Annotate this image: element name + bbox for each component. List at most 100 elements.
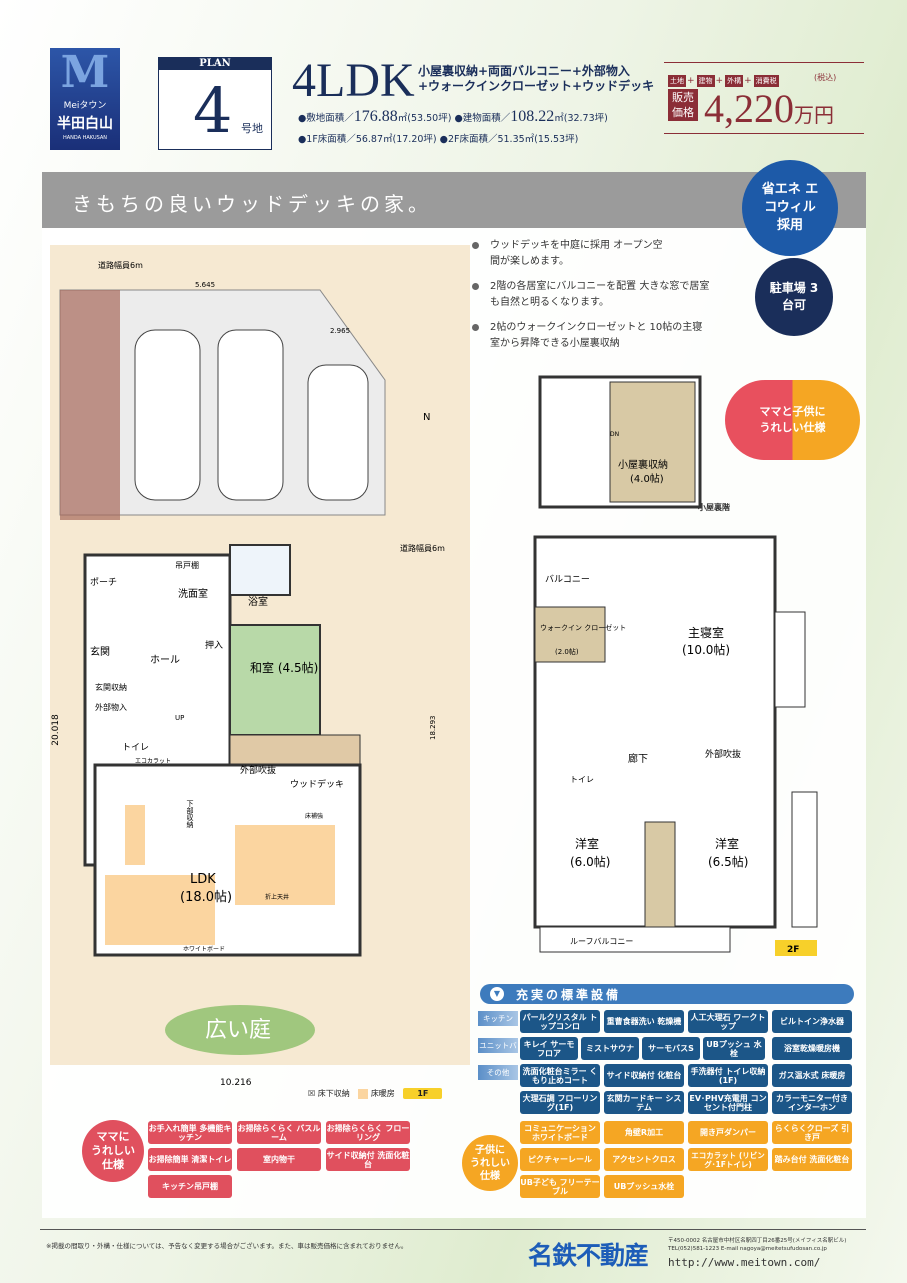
room-label: 主寝室	[688, 625, 724, 640]
walk-in-closet	[534, 606, 606, 663]
room-label: エコカラット	[135, 758, 171, 765]
eco-badge: 省エネ エコウィル 採用	[742, 160, 838, 256]
kids-item: アクセントクロス	[604, 1148, 684, 1171]
plan-label: PLAN	[159, 58, 271, 70]
kids-item: UBプッシュ水栓	[604, 1175, 684, 1198]
kids-item: 角壁R加工	[604, 1121, 684, 1144]
category-label: その他	[478, 1065, 518, 1080]
kids-item: UB子ども フリーテーブル	[520, 1175, 600, 1198]
equipment-item: ガス温水式 床暖房	[772, 1064, 852, 1087]
room-label: 床補強	[305, 812, 323, 820]
dimension: 2.965	[330, 327, 350, 335]
mama-item: お掃除簡単 清潔トイレ	[148, 1148, 232, 1171]
room-label: 下部収納	[186, 800, 194, 829]
legend-1f: ☒ 床下収納 床暖房 1F	[308, 1088, 443, 1099]
parking-badge: 駐車場 3台可	[755, 258, 833, 336]
mama-item: お手入れ簡単 多機能キッチン	[148, 1121, 232, 1144]
car	[307, 364, 369, 501]
room-label: 洗面室	[178, 587, 208, 600]
logo-town: 半田白山	[57, 116, 113, 132]
floor-tag: 小屋裏階	[697, 502, 730, 512]
room-label: 小屋裏収納	[618, 458, 668, 471]
equipment-item: 浴室乾燥暖房機	[772, 1037, 852, 1060]
bathroom	[229, 544, 291, 596]
room-label: 外部吹抜	[240, 764, 276, 776]
area-list: ●敷地面積／176.88㎡(53.50坪) ●建物面積／108.22㎡(32.7…	[298, 108, 608, 150]
room-label: 浴室	[248, 595, 268, 608]
area-item: ●2F床面積／51.35㎡(15.53坪)	[439, 134, 579, 145]
highlight-item: 2階の各居室にバルコニーを配置 大きな窓で居室も自然と明るくなります。	[470, 279, 710, 311]
kids-item: ピクチャーレール	[520, 1148, 600, 1171]
dimension: 20.018	[51, 714, 61, 746]
floor-plan-1f: 広い庭 道路幅員6m 道路幅員6m 5.645 2.965 20.018 18.…	[50, 245, 470, 1088]
room-label: ウォークイン クローゼット	[540, 623, 626, 632]
car	[217, 329, 284, 501]
price-tax: (税込)	[814, 73, 837, 82]
room-label: 和室 (4.5帖)	[250, 660, 318, 675]
price-value: 4,220万円	[704, 86, 834, 131]
floor-tag-bg	[775, 940, 817, 956]
road-label: 道路幅員6m	[400, 543, 445, 553]
room-label: (4.0帖)	[630, 472, 664, 485]
footer-divider	[40, 1229, 866, 1230]
disclaimer: ※掲載の間取り・外構・仕様については、予告なく変更する場合がございます。また、車…	[46, 1242, 408, 1250]
washitsu	[229, 624, 321, 736]
roof-balcony	[791, 791, 818, 928]
kids-item: エコカラット (リビング･1Fトイレ)	[688, 1148, 768, 1171]
equipment-item: 玄関カードキー システム	[604, 1091, 684, 1114]
room-label: ウッドデッキ	[290, 778, 344, 790]
room-label: トイレ	[122, 743, 149, 753]
car	[134, 329, 201, 501]
north-label: N	[423, 412, 430, 423]
floor-heating	[235, 825, 335, 905]
room-label: 玄関	[90, 645, 110, 658]
dimension: 10.216	[220, 1078, 252, 1088]
feature-line: +ウォークインクローゼット+ウッドデッキ	[418, 79, 655, 93]
floor-heating-swatch	[358, 1088, 369, 1099]
equipment-item: カラーモニター付き インターホン	[772, 1091, 852, 1114]
equipment-item: サイド収納付 化粧台	[604, 1064, 684, 1087]
room-label: 玄関収納	[95, 682, 127, 692]
company-logo: 名鉄不動産	[528, 1241, 649, 1270]
room-label: ホワイトボード	[183, 945, 225, 953]
room-label: UP	[175, 714, 184, 722]
company-url[interactable]: http://www.meitown.com/	[668, 1256, 821, 1269]
area-item: ●建物面積／108.22㎡(32.73坪)	[454, 108, 608, 125]
mama-badge: ママに うれしい 仕様	[82, 1120, 144, 1182]
room-label: 廊下	[628, 752, 648, 765]
closets	[644, 821, 676, 933]
room-label: バルコニー	[545, 574, 590, 585]
mama-item: お掃除らくらく バスルーム	[237, 1121, 321, 1144]
category-label: キッチン	[478, 1011, 518, 1026]
room-label: 折上天井	[265, 893, 289, 901]
room-label: (2.0帖)	[555, 647, 579, 656]
area-item: ●敷地面積／176.88㎡(53.50坪)	[298, 108, 452, 125]
equipment-item: 重曹食器洗い 乾燥機	[604, 1010, 684, 1033]
loft-storage	[609, 381, 696, 503]
logo-romaji: HANDA HAKUSAN	[62, 135, 108, 141]
room-label: トイレ	[570, 775, 594, 784]
room-label: (18.0帖)	[180, 890, 232, 905]
logo-brand: Meiタウン	[63, 101, 107, 111]
equipment-item: 人工大理石 ワークトップ	[688, 1010, 768, 1033]
roof-balcony	[539, 926, 731, 953]
brick-path	[60, 290, 120, 520]
stair-label: DN	[610, 431, 619, 438]
equipment-item: キレイ サーモフロア	[520, 1037, 578, 1060]
road-label: 道路幅員6m	[98, 260, 143, 270]
mama-item: キッチン吊戸棚	[148, 1175, 232, 1198]
area-item: ●1F床面積／56.87㎡(17.20坪)	[298, 134, 437, 145]
price-tag: 土地	[668, 75, 686, 87]
category-label: ユニットバス	[478, 1038, 518, 1065]
room-label: 外部吹抜	[705, 748, 741, 760]
mama-item: サイド収納付 洗面化粧台	[326, 1148, 410, 1171]
room-label: ホール	[150, 654, 180, 666]
room-label: ポーチ	[90, 577, 117, 588]
layout-type: 4LDK	[292, 54, 415, 107]
floor-heating	[125, 805, 145, 865]
floor-plan-2f: 小屋裏収納 (4.0帖) DN 小屋裏階 バルコニー 主寝室 (10.0帖) ウ…	[533, 375, 818, 956]
equipment-item: EV･PHV充電用 コンセント付門柱	[688, 1091, 768, 1114]
equipment-header: ▼充実の標準設備	[480, 984, 854, 1004]
room-label: (6.5帖)	[708, 854, 748, 869]
equipment-item: ビルトイン浄水器	[772, 1010, 852, 1033]
